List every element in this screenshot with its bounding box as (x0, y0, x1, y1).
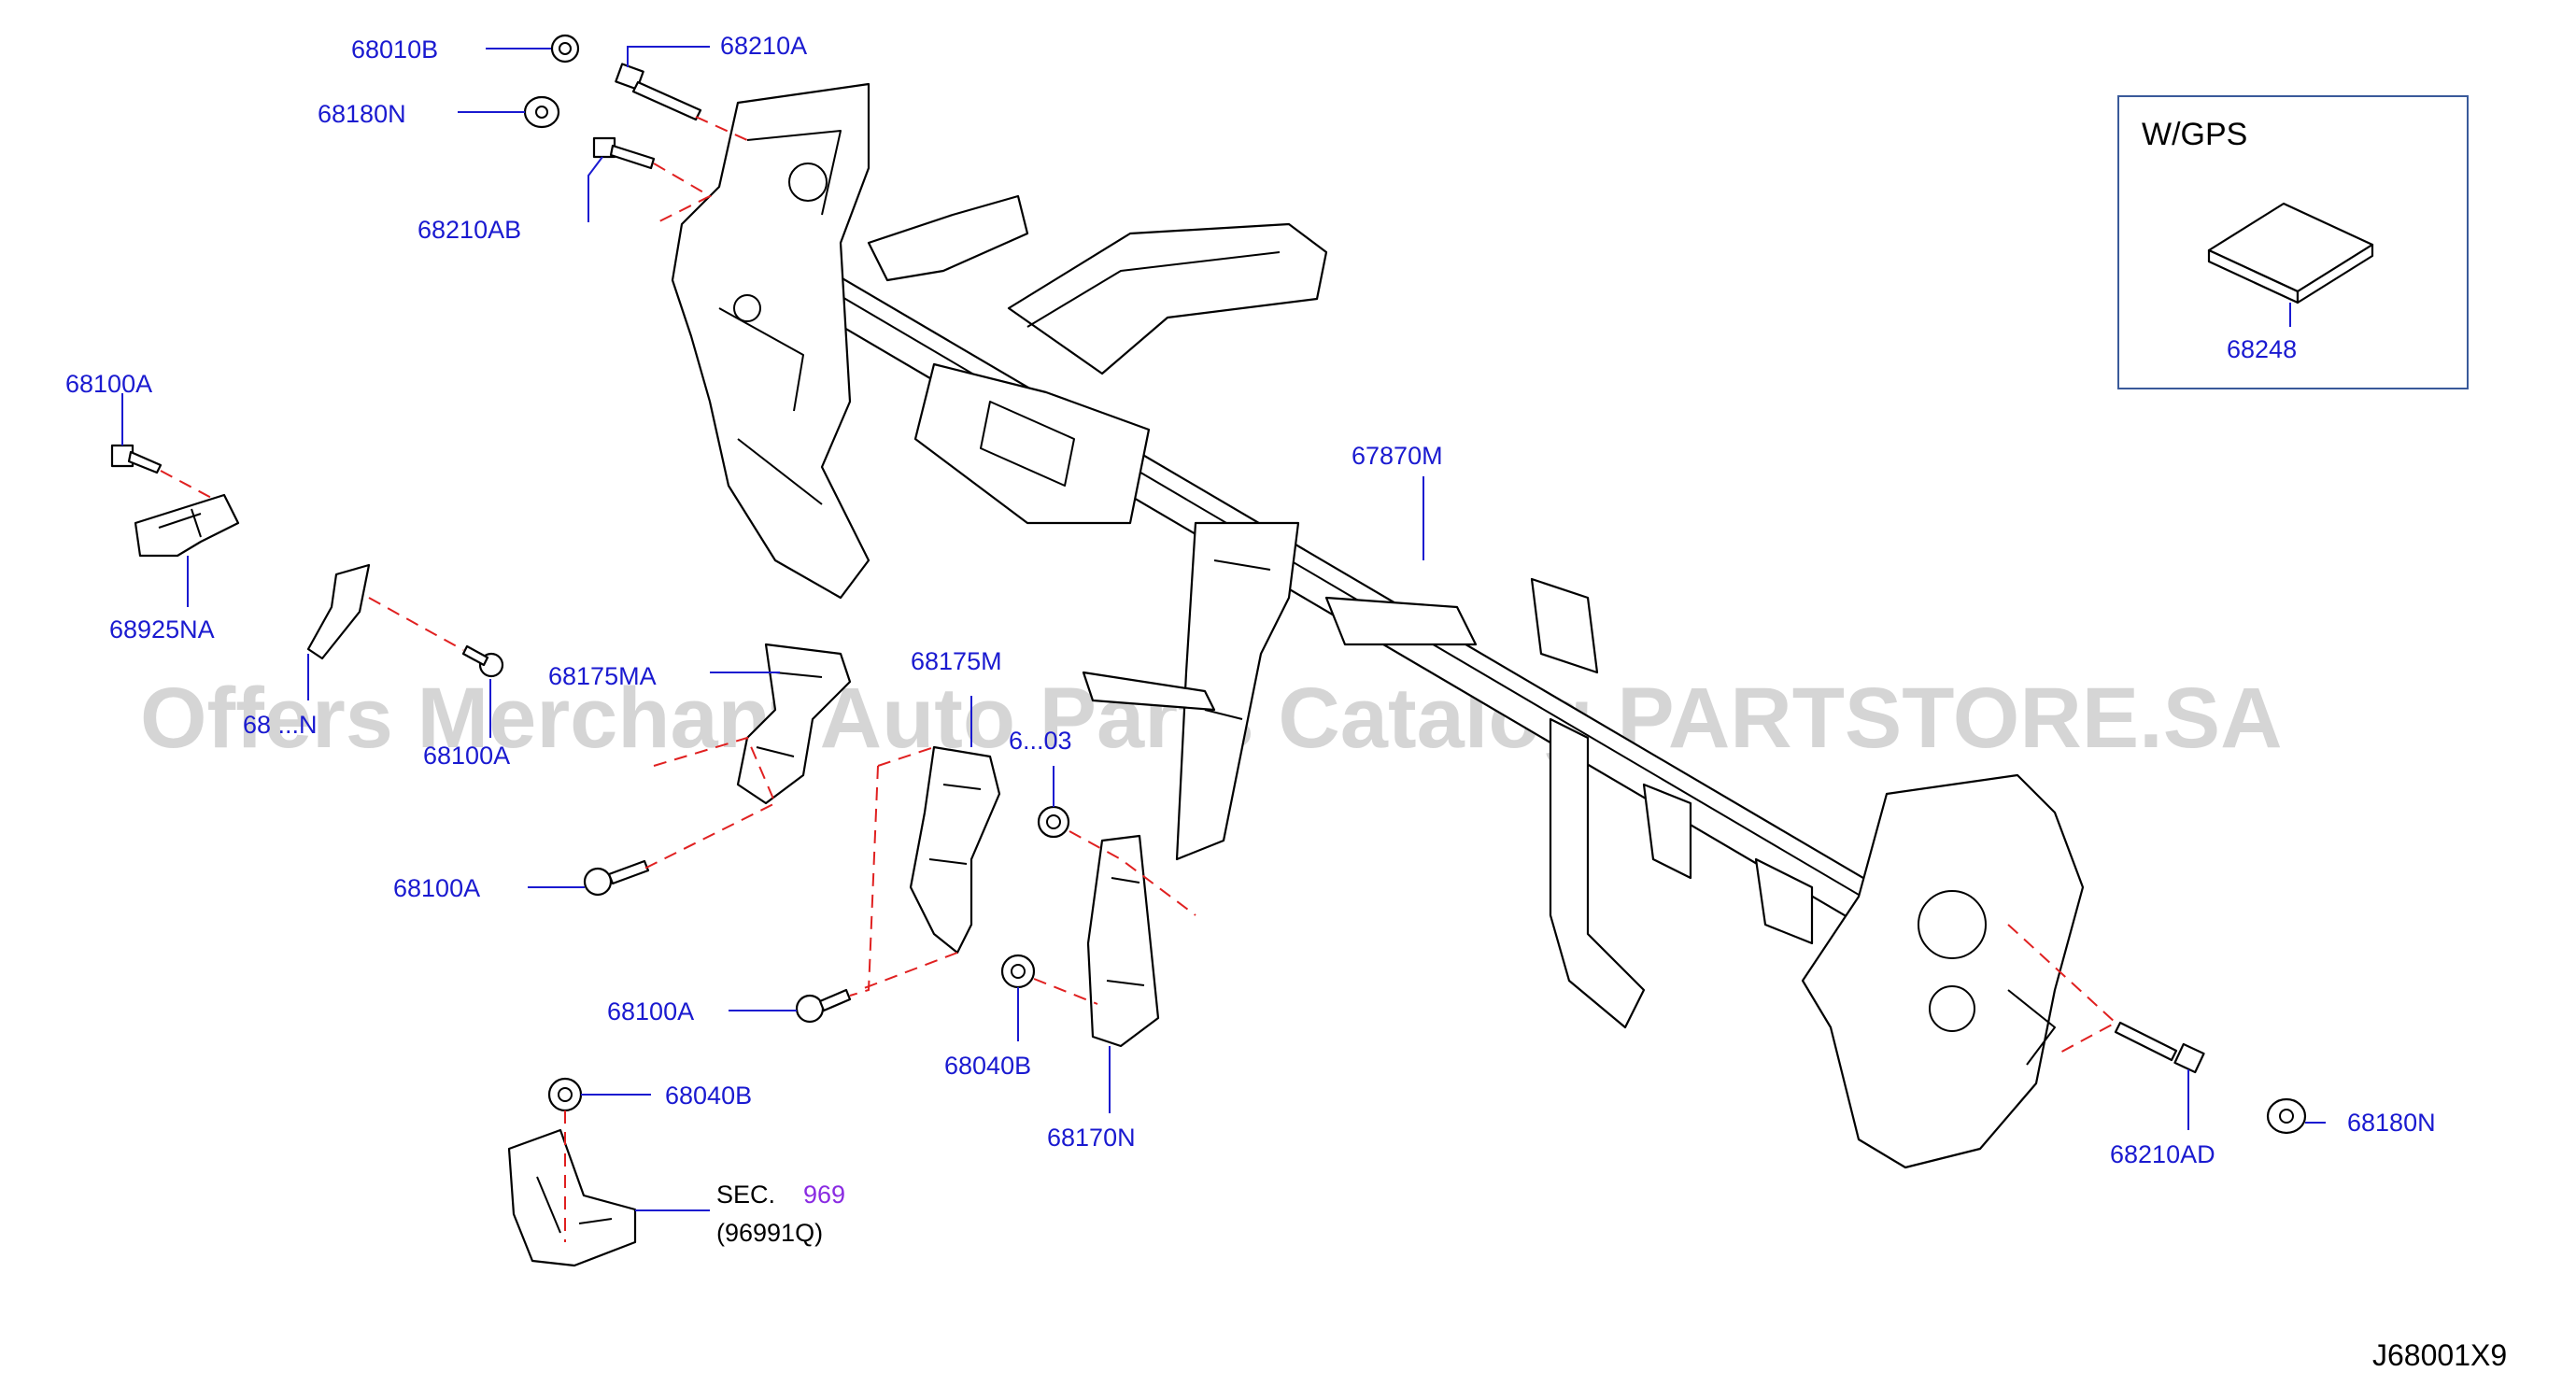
nut-68010B[interactable] (550, 34, 580, 64)
label-68100A-1: 68100A (65, 370, 152, 398)
label-68175MA: 68175MA (548, 662, 657, 690)
bolt-68100A-1[interactable] (110, 444, 163, 474)
label-67870M: 67870M (1352, 442, 1443, 470)
label-obscured-2: 6...03 (1009, 727, 1072, 755)
inset-wgps: W/GPS 68248 (2117, 95, 2469, 389)
label-obscured-1: 68 ⁠...N (243, 711, 318, 739)
label-68180N-top: 68180N (318, 100, 406, 128)
bolt-68100A-2[interactable] (461, 644, 504, 678)
inset-frame (2117, 95, 2469, 389)
clip-68180N-top[interactable] (523, 95, 560, 129)
bracket-96991Q[interactable] (507, 1128, 637, 1267)
label-68170N: 68170N (1047, 1124, 1136, 1152)
bracket-obscured-1[interactable] (306, 563, 371, 660)
label-68180N-right: 68180N (2347, 1109, 2436, 1137)
bracket-68175M[interactable] (909, 745, 1001, 955)
cross-car-beam-67870M[interactable] (671, 82, 2085, 1169)
label-68175M: 68175M (911, 647, 1002, 675)
clip-68180N-right[interactable] (2266, 1097, 2307, 1135)
nut-68040B-1[interactable] (1000, 954, 1036, 989)
bracket-68925NA[interactable] (134, 493, 240, 558)
bolt-68210A[interactable] (615, 63, 702, 121)
label-68040B-1: 68040B (944, 1052, 1031, 1080)
bolt-68210AB[interactable] (592, 136, 656, 170)
diagram-code: J68001X9 (2372, 1338, 2507, 1372)
label-68100A-2: 68100A (423, 742, 510, 770)
nut-68040B-2[interactable] (547, 1077, 583, 1112)
inset-title: W/GPS (2142, 117, 2247, 152)
bolt-68210AD[interactable] (2114, 1021, 2205, 1074)
label-68210AB: 68210AB (418, 216, 521, 244)
label-68210AD: 68210AD (2110, 1140, 2215, 1168)
label-68100A-4: 68100A (607, 997, 694, 1025)
bolt-68100A-4[interactable] (795, 988, 852, 1024)
nut-obscured-2[interactable] (1037, 805, 1070, 839)
bolt-68100A-3[interactable] (583, 859, 650, 897)
label-68100A-3: 68100A (393, 874, 480, 902)
label-68248: 68248 (2227, 335, 2297, 363)
sec-part-number: (96991Q) (716, 1219, 823, 1247)
sec-number-link[interactable]: 969 (803, 1181, 845, 1209)
assembly-dash-lines (160, 116, 2117, 1242)
label-68040B-2: 68040B (665, 1082, 752, 1110)
bracket-68170N[interactable] (1086, 834, 1160, 1048)
label-68010B: 68010B (351, 35, 438, 64)
gps-pad-68248[interactable] (2207, 202, 2374, 304)
section-reference[interactable]: SEC. 969 (96991Q) (716, 1181, 845, 1247)
sec-prefix: SEC. (716, 1181, 775, 1209)
leader-lines (121, 46, 2326, 1211)
label-68925NA: 68925NA (109, 615, 215, 644)
label-68210A: 68210A (720, 32, 807, 60)
bracket-68175MA[interactable] (736, 643, 852, 805)
